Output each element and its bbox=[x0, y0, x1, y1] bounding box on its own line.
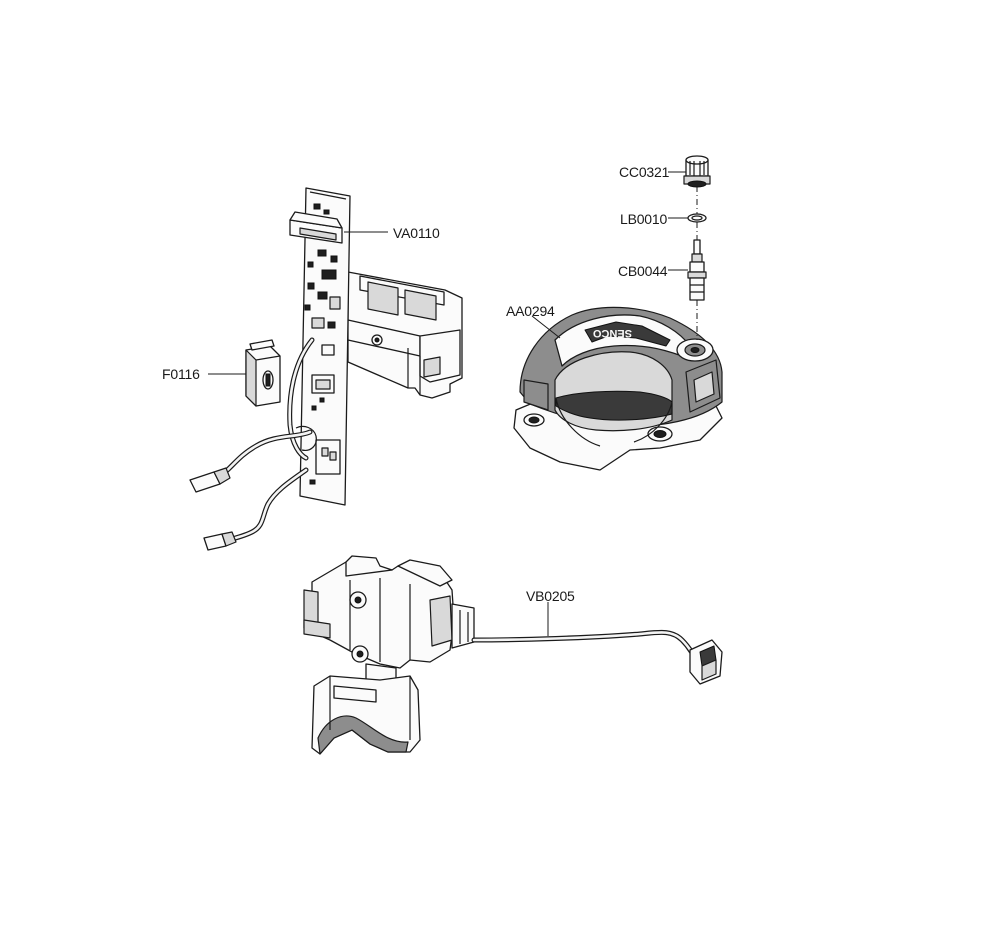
valve bbox=[687, 239, 707, 301]
label-va0110: VA0110 bbox=[393, 225, 440, 241]
cap bbox=[683, 155, 711, 188]
label-aa0294: AA0294 bbox=[506, 303, 555, 319]
top-cover: SENCO bbox=[513, 306, 723, 471]
label-vb0205: VB0205 bbox=[526, 588, 575, 604]
trigger bbox=[311, 675, 421, 755]
circuit-board bbox=[289, 187, 351, 506]
cable-connector bbox=[689, 639, 723, 685]
valve-stack bbox=[683, 155, 711, 340]
label-lb0010: LB0010 bbox=[620, 211, 668, 227]
label-cc0321: CC0321 bbox=[619, 164, 670, 180]
label-cb0044: CB0044 bbox=[618, 263, 668, 279]
circuit-board-assembly bbox=[189, 187, 463, 551]
rocker-switch bbox=[245, 339, 281, 407]
bracket bbox=[347, 271, 463, 399]
cover-logo-text: SENCO bbox=[592, 327, 632, 339]
trigger-assembly bbox=[303, 555, 723, 755]
leader-lines bbox=[208, 171, 688, 636]
label-f0116: F0116 bbox=[162, 366, 200, 382]
board-wires bbox=[189, 337, 317, 551]
o-ring bbox=[687, 213, 707, 223]
